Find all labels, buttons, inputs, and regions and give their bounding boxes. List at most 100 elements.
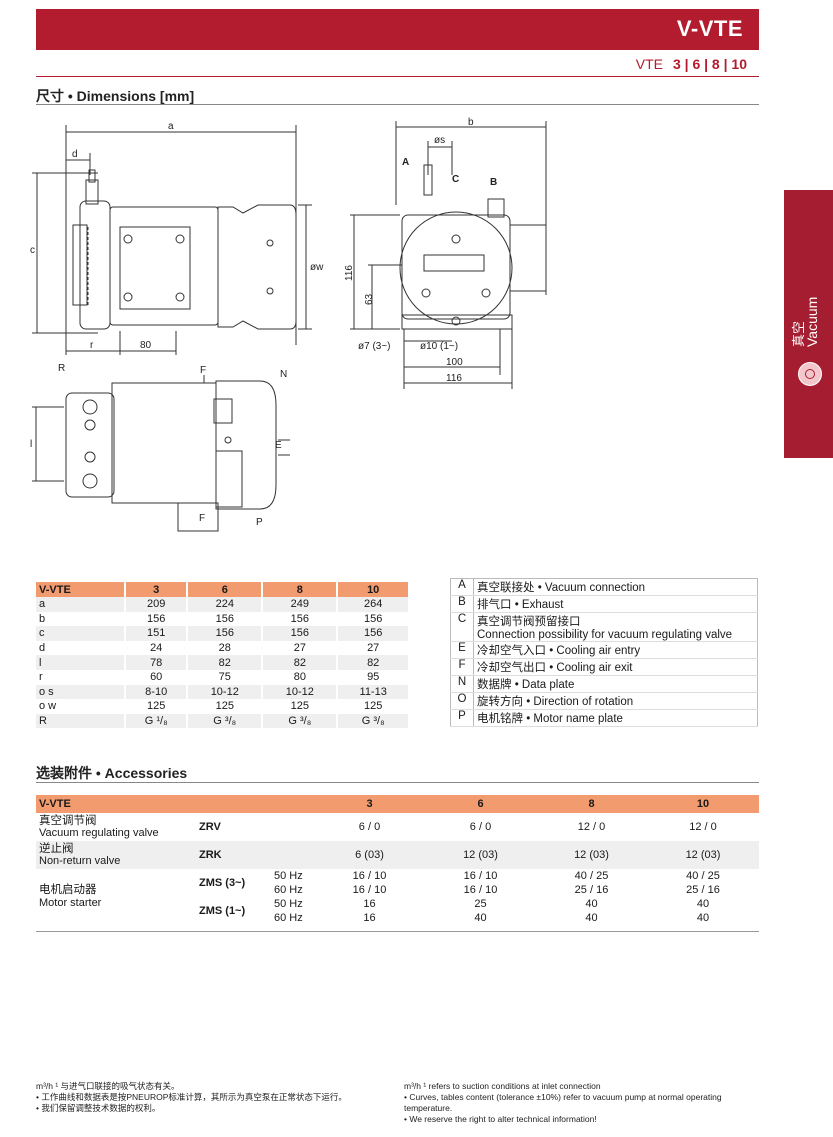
front-view-drawing: b øs A C B 116 63 ø7 (3~) ø10 (1~) 100 1… [344, 117, 547, 389]
dimension-key: l [36, 655, 126, 670]
dimension-cell: 80 [261, 669, 338, 685]
dim-label-d: d [72, 149, 78, 160]
dimension-key: a [36, 597, 126, 612]
acc-cell: 16 / 10 [463, 870, 498, 882]
row-starter-3-60: 60 Hz 16 / 10 16 / 10 25 / 16 25 / 16 [36, 883, 759, 897]
dimension-cell: 82 [261, 655, 338, 670]
acc-cell: 25 / 16 [574, 884, 609, 896]
starter-zms1: ZMS (1~) [199, 905, 246, 917]
dimension-cell: 249 [261, 597, 338, 612]
acc-col-6: 6 [425, 795, 536, 813]
legend-key: A [450, 578, 474, 596]
acc-cell: 16 / 10 [463, 884, 498, 896]
col-6: 6 [186, 582, 263, 597]
legend-value: 电机铭牌 • Motor name plate [473, 709, 758, 727]
starter-hz: 60 Hz [274, 884, 303, 896]
starter-zms3: ZMS (3~) [199, 877, 246, 889]
model-size-list: 3 | 6 | 8 | 10 [672, 56, 747, 72]
acc-cell: 6 / 0 [358, 821, 381, 833]
accessories-rule [36, 782, 759, 783]
starter-cn: 电机启动器 [39, 884, 97, 896]
accessories-title: 选装附件 • Accessories [36, 765, 188, 781]
dimension-cell: 75 [186, 669, 263, 685]
dimension-cell: 156 [186, 611, 263, 627]
legend-value: 数据牌 • Data plate [473, 675, 758, 693]
acc-col-10: 10 [647, 795, 759, 813]
footnote-cn-3: • 我们保留调整技术数据的权利。 [36, 1103, 161, 1113]
col-3: 3 [124, 582, 188, 597]
side-tab-en: Vacuum [804, 296, 820, 347]
legend-key: N [450, 675, 474, 693]
footnote-en-2: • Curves, tables content (tolerance ±10%… [404, 1092, 722, 1113]
dimension-cell: 156 [336, 611, 408, 627]
acc-cell: 16 [363, 898, 376, 910]
starter-en: Motor starter [39, 897, 102, 909]
col-10: 10 [336, 582, 408, 597]
dimension-key: b [36, 611, 126, 627]
label-C: C [452, 174, 459, 185]
row-starter-1-50: ZMS (1~) 50 Hz 16 25 40 40 [36, 897, 759, 917]
header-bar: V-VTE [36, 9, 759, 50]
dimension-cell: G ³/₈ [336, 713, 408, 729]
legend-text-2: Connection possibility for vacuum regula… [477, 629, 733, 641]
acc-cell: 40 [585, 898, 598, 910]
dimension-key: c [36, 626, 126, 641]
dimensions-title: 尺寸 • Dimensions [mm] [36, 88, 195, 104]
legend-key: B [450, 595, 474, 613]
dim-label-o10: ø10 (1~) [420, 341, 458, 352]
acc-cell: 40 / 25 [574, 870, 609, 882]
side-tab-vacuum[interactable]: 真空 Vacuum [784, 190, 833, 458]
header-title: V-VTE [676, 16, 743, 41]
starter-hz: 50 Hz [274, 898, 303, 910]
dim-label-80: 80 [140, 340, 152, 351]
dim-label-a: a [168, 121, 174, 132]
acc-col-model: V-VTE [36, 795, 314, 813]
legend-text: 冷却空气入口 • Cooling air entry [477, 645, 641, 657]
vacuum-valve-cn: 真空调节阀 [39, 815, 97, 827]
acc-col-8: 8 [536, 795, 647, 813]
acc-cell: 25 [474, 898, 487, 910]
dimension-cell: 27 [261, 640, 338, 656]
dimension-cell: 95 [336, 669, 408, 685]
dim-label-r: r [90, 340, 94, 351]
label-N: N [280, 369, 287, 380]
acc-cell: 6 (03) [314, 841, 425, 869]
dimension-cell: 10-12 [186, 684, 263, 700]
dimension-cell: 10-12 [261, 684, 338, 700]
dimension-cell: 82 [336, 655, 408, 670]
dimension-cell: 156 [186, 626, 263, 641]
accessories-bottom-rule [36, 931, 759, 932]
legend-value: 冷却空气出口 • Cooling air exit [473, 658, 758, 676]
col-model: V-VTE [36, 582, 126, 597]
footnote-en-3: • We reserve the right to alter technica… [404, 1114, 597, 1124]
acc-cell: 12 / 0 [577, 821, 606, 833]
dim-label-l: l [30, 439, 32, 450]
footnotes-en: m³/h ¹ refers to suction conditions at i… [404, 1081, 754, 1125]
legend-key: E [450, 641, 474, 659]
dimension-cell: G ¹/₈ [124, 713, 188, 729]
acc-cell: 40 [696, 898, 710, 910]
legend-value: 真空联接处 • Vacuum connection [473, 578, 758, 596]
non-return-cn: 逆止阀 [39, 843, 74, 855]
dim-label-c: c [30, 245, 35, 256]
dim-label-ow: øw [310, 262, 324, 273]
row-starter-1-60: 60 Hz 16 40 40 40 [36, 911, 759, 925]
dimensions-rule [36, 104, 759, 105]
acc-cell: 12 (03) [536, 841, 647, 869]
legend-text: 电机铭牌 • Motor name plate [477, 713, 623, 725]
vacuum-icon [798, 362, 822, 386]
footnotes-cn: m³/h ¹ 与进气口联接的吸气状态有关。 • 工作曲线和数据表是按PNEURO… [36, 1081, 386, 1114]
label-E: E [275, 440, 282, 451]
starter-hz: 60 Hz [274, 912, 303, 924]
